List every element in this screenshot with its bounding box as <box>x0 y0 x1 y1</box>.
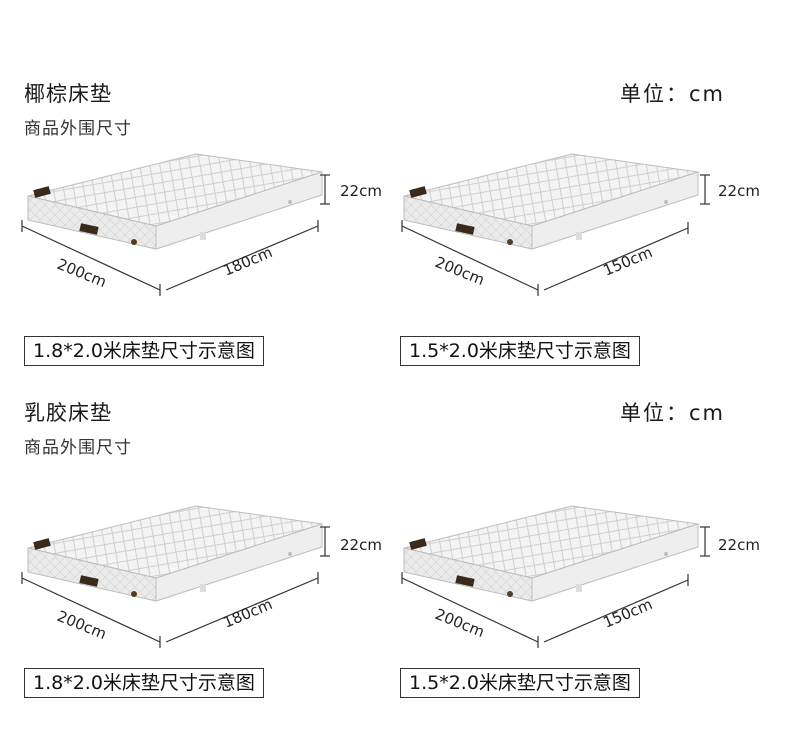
height-label: 22cm <box>340 182 382 200</box>
unit-label: 单位：cm <box>620 401 726 425</box>
width-label: 150cm <box>601 595 655 632</box>
height-label: 22cm <box>340 536 382 554</box>
handle-icon <box>131 239 137 245</box>
section-title: 乳胶床垫 <box>24 401 112 425</box>
mattress-180 <box>27 153 323 250</box>
width-label: 180cm <box>221 243 275 280</box>
length-label: 200cm <box>433 605 487 641</box>
vent-icon <box>200 232 206 240</box>
size-caption: 1.5*2.0米床垫尺寸示意图 <box>400 336 640 366</box>
length-label: 200cm <box>433 253 487 289</box>
size-caption: 1.8*2.0米床垫尺寸示意图 <box>24 668 264 698</box>
length-label: 200cm <box>55 607 109 643</box>
height-label: 22cm <box>718 182 760 200</box>
vent-icon <box>288 200 292 204</box>
size-caption: 1.5*2.0米床垫尺寸示意图 <box>400 668 640 698</box>
section-subtitle: 商品外围尺寸 <box>24 119 132 139</box>
brand-label-icon <box>79 223 99 235</box>
dimension-lines <box>21 174 330 296</box>
brand-label-icon <box>33 186 51 198</box>
section-subtitle: 商品外围尺寸 <box>24 438 132 458</box>
height-label: 22cm <box>718 536 760 554</box>
width-label: 150cm <box>601 243 655 280</box>
section-title: 椰棕床垫 <box>24 82 112 106</box>
size-caption: 1.8*2.0米床垫尺寸示意图 <box>24 336 264 366</box>
length-label: 200cm <box>55 255 109 291</box>
width-label: 180cm <box>221 595 275 632</box>
unit-label: 单位：cm <box>620 82 726 106</box>
